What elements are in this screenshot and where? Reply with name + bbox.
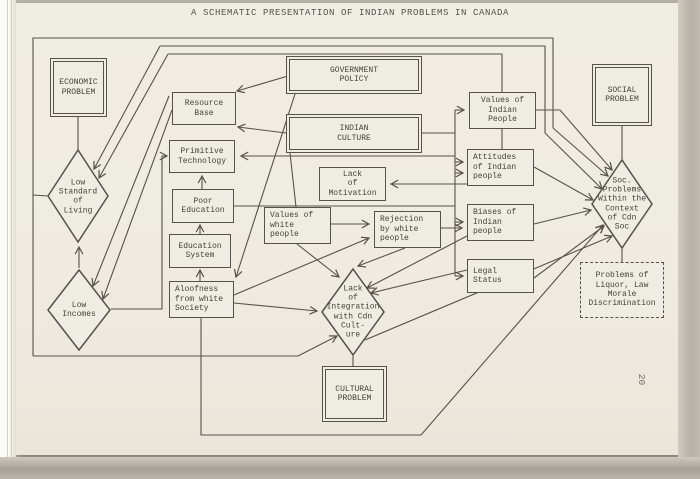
node-social-problem: SOCIAL PROBLEM xyxy=(592,64,652,126)
page-edge-left xyxy=(0,0,16,462)
page-edge-line xyxy=(11,0,12,462)
diamond-low-standard xyxy=(47,148,109,244)
diamond-lack-of-integration xyxy=(321,267,385,357)
node-values-indian: Values of Indian People xyxy=(469,92,536,129)
page-number: 20 xyxy=(636,373,648,386)
node-legal-status: Legal Status xyxy=(467,259,534,293)
node-cultural-problem: CULTURAL PROBLEM xyxy=(322,366,387,422)
diamond-shapes xyxy=(47,148,653,357)
node-aloofness: Aloofness from white Society xyxy=(169,281,234,318)
page-edge-bottom xyxy=(0,457,700,479)
node-problems-liquor: Problems of Liquor, Law Morale Discrimin… xyxy=(580,262,664,318)
node-attitudes-indian: Attitudes of Indian people xyxy=(467,149,534,186)
page-edge-right xyxy=(678,0,700,479)
diamond-soc-problems xyxy=(591,158,653,250)
page-edge-line xyxy=(7,0,8,462)
node-low-standard-label: Low Standard of Living xyxy=(58,178,98,216)
node-rejection-white: Rejection by white people xyxy=(374,211,441,248)
node-economic-problem: ECONOMIC PROBLEM xyxy=(50,58,107,117)
node-biases-indian: Biases of Indian people xyxy=(467,204,534,241)
diagram-title: A SCHEMATIC PRESENTATION OF INDIAN PROBL… xyxy=(190,8,510,18)
node-lack-of-motivation: Lack of Motivation xyxy=(319,167,386,201)
node-government-policy: GOVERNMENT POLICY xyxy=(286,56,422,94)
node-primitive-technology: Primitive Technology xyxy=(169,140,235,173)
plain-connectors xyxy=(32,37,623,436)
diamond-low-incomes xyxy=(47,268,111,352)
node-lack-of-integration-label: Lack of Integration with Cdn Cult- ure xyxy=(326,284,380,340)
node-indian-culture: INDIAN CULTURE xyxy=(286,114,422,153)
node-low-incomes-label: Low Incomes xyxy=(62,300,96,319)
node-resource-base: Resource Base xyxy=(172,92,236,125)
node-soc-problems-label: Soc. Problems Within the Context of Cdn … xyxy=(597,176,646,232)
node-values-white: Values of white people xyxy=(264,207,331,244)
arrow-connectors xyxy=(74,45,614,436)
node-poor-education: Poor Education xyxy=(172,189,234,223)
node-education-system: Education System xyxy=(169,234,231,268)
